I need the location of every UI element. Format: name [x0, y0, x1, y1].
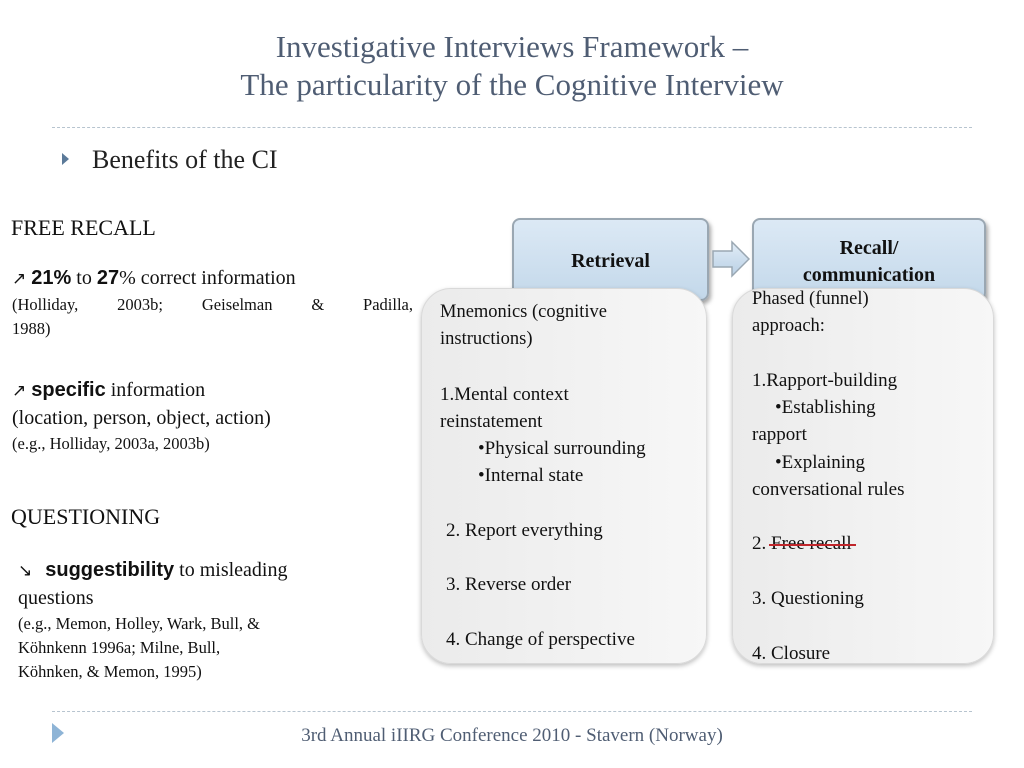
right-arrow-icon: [712, 240, 750, 278]
mnemonics-title-line-2: instructions): [440, 329, 533, 349]
mnemonic-item-2: 2. Report everything: [446, 520, 603, 541]
citation-3-line-1: (e.g., Memon, Holley, Wark, Bull, &: [18, 614, 261, 633]
phase-item-3: 3. Questioning: [752, 588, 864, 609]
phase-sub-1-line-2: rapport: [752, 424, 807, 445]
questions-line: questions: [18, 587, 94, 609]
title-line-1: Investigative Interviews Framework –: [275, 29, 749, 64]
arrow-down-icon: ↘: [18, 561, 33, 581]
recall-label-line-1: Recall/: [839, 237, 899, 259]
specific-rest: information: [105, 379, 206, 401]
mnemonic-item-3: 3. Reverse order: [446, 574, 572, 595]
mnemonic-item-4: 4. Change of perspective: [446, 629, 635, 650]
phase-item-2-number: 2.: [752, 533, 771, 554]
suggestibility-rest: to misleading: [174, 559, 288, 581]
phase-item-1: 1.Rapport-building: [752, 370, 898, 391]
citation-2: (e.g., Holliday, 2003a, 2003b): [12, 434, 210, 453]
mnemonic-item-1-line-1: 1.Mental context: [440, 384, 569, 405]
citation-3-line-2: Köhnkenn 1996a; Milne, Bull,: [18, 638, 221, 657]
arrow-up-icon: ↗: [12, 381, 27, 401]
specific-info-line: ↗ specific information: [12, 379, 205, 402]
slide-title: Investigative Interviews Framework – The…: [0, 28, 1024, 104]
phased-title-line-1: Phased (funnel): [752, 289, 869, 309]
phased-title-line-2: approach:: [752, 316, 825, 336]
free-recall-heading: FREE RECALL: [11, 215, 156, 240]
mnemonics-title-line-1: Mnemonics (cognitive: [440, 302, 607, 322]
citation-1-line-1: (Holliday, 2003b; Geiselman & Padilla,: [12, 295, 413, 314]
recall-communication-label: Recall/ communication: [803, 220, 935, 289]
footer-divider: [52, 711, 972, 712]
mnemonic-sub-2-text: Internal state: [484, 465, 584, 486]
specific-word: specific: [31, 379, 106, 401]
specific-examples: (location, person, object, action): [12, 407, 271, 429]
mnemonic-item-1-line-2: reinstatement: [440, 411, 543, 432]
questioning-heading: QUESTIONING: [11, 504, 161, 529]
mnemonic-sub-2: •Internal state: [478, 465, 584, 486]
bullet-triangle-icon: [62, 153, 69, 165]
phase-sub-1-text: Establishing: [781, 397, 876, 418]
footer-text: 3rd Annual iIIRG Conference 2010 - Stave…: [301, 725, 723, 746]
title-divider: [52, 127, 972, 128]
phase-sub-2-line-2: conversational rules: [752, 479, 905, 500]
footer-triangle-icon: [52, 723, 64, 743]
mnemonics-panel: [421, 288, 707, 664]
phased-approach-panel: [732, 288, 994, 664]
phase-item-4: 4. Closure: [752, 643, 831, 664]
pct-rest: % correct information: [119, 267, 296, 289]
phase-sub-2-line-1: •Explaining: [775, 452, 866, 473]
title-line-2: The particularity of the Cognitive Inter…: [240, 67, 784, 102]
arrow-up-icon: ↗: [12, 269, 27, 289]
pct-start: 21%: [31, 267, 72, 289]
phase-sub-2-text: Explaining: [781, 452, 866, 473]
struck-free-recall: Free recall: [771, 533, 852, 554]
suggestibility-word: suggestibility: [45, 559, 175, 581]
to-word: to: [71, 267, 97, 289]
retrieval-label: Retrieval: [571, 250, 650, 272]
suggestibility-line: ↘ suggestibility to misleading: [18, 559, 287, 582]
mnemonic-sub-1: •Physical surrounding: [478, 438, 646, 459]
citation-1-line-2: 1988): [12, 319, 51, 338]
citation-3-line-3: Köhnken, & Memon, 1995): [18, 662, 202, 681]
recall-label-line-2: communication: [802, 264, 936, 286]
phase-item-2: 2. Free recall: [752, 530, 852, 557]
mnemonic-sub-1-text: Physical surrounding: [484, 438, 646, 459]
retrieval-box: Retrieval: [512, 218, 709, 301]
recall-communication-box: Recall/ communication: [752, 218, 986, 301]
correct-info-line: ↗ 21% to 27% correct information: [12, 267, 296, 290]
phase-sub-1-line-1: •Establishing: [775, 397, 876, 418]
pct-end: 27: [96, 267, 120, 289]
bullet-text: Benefits of the CI: [92, 145, 278, 174]
